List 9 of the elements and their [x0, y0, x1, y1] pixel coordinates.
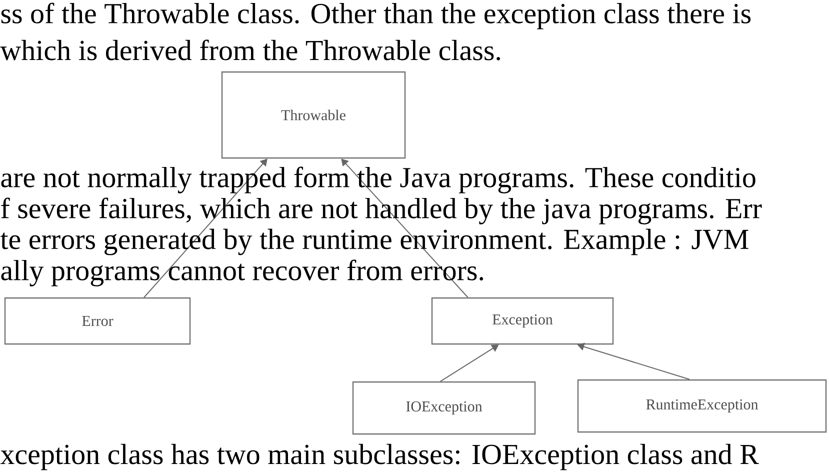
- body-text: xception class has two main subclasses: IOException class and R: [0, 444, 759, 470]
- body-text: ss of the Throwable class. Other than the exception class there is: [1, 2, 751, 30]
- class-box: Throwable: [221, 71, 406, 159]
- class-box: Exception: [431, 297, 614, 345]
- arrow: [341, 158, 468, 298]
- class-box: Error: [4, 297, 191, 345]
- arrow: [144, 158, 268, 298]
- class-box: IOException: [352, 381, 536, 435]
- class-box: RuntimeException: [577, 379, 827, 433]
